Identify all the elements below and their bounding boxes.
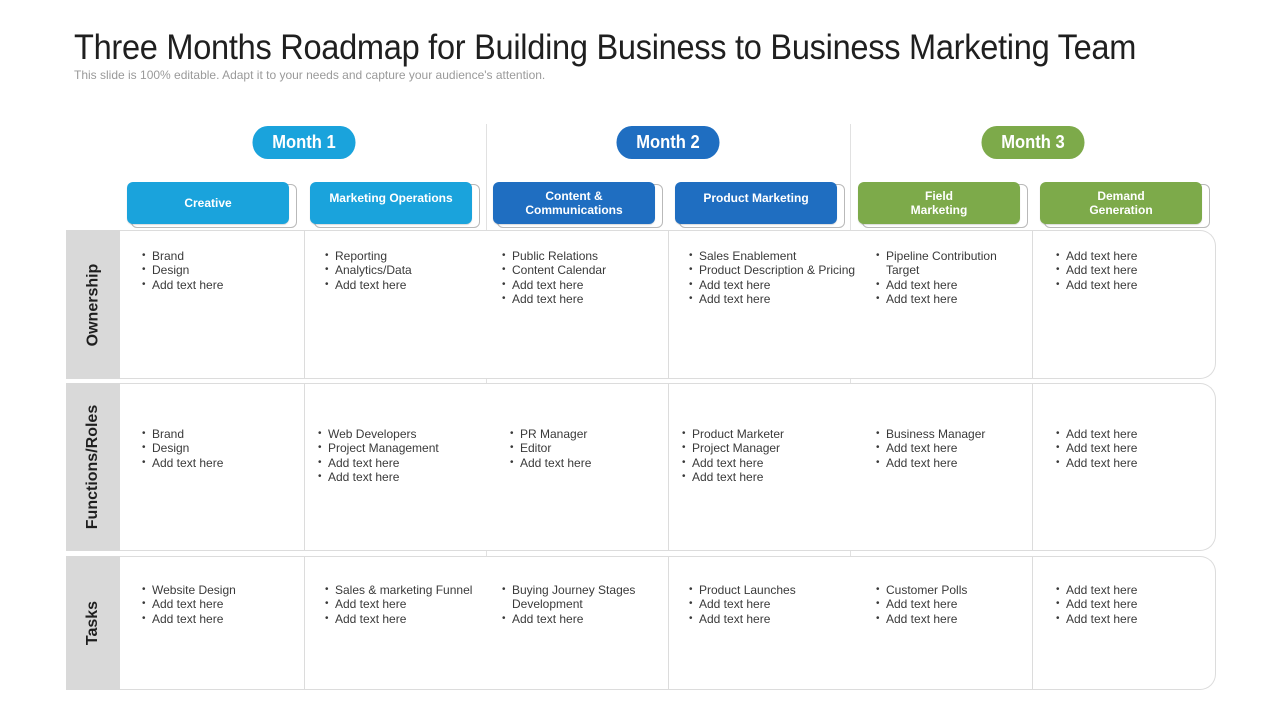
column-divider [1032, 230, 1033, 379]
cell-item: Add text here [142, 612, 312, 627]
cell-item: Add text here [1056, 612, 1226, 627]
category-label: Content & Communications [493, 182, 655, 224]
cell-list: Add text hereAdd text hereAdd text here [1056, 427, 1226, 470]
cell-item: Add text here [876, 612, 1026, 627]
cell-item: Pipeline Contribution Target [876, 249, 1026, 278]
cell-item: Add text here [510, 456, 680, 471]
cell-item: Add text here [876, 456, 1026, 471]
cell-item: Add text here [1056, 263, 1226, 278]
cell-item: Add text here [689, 612, 859, 627]
category-label: Creative [127, 182, 289, 224]
cell-item: Add text here [1056, 597, 1226, 612]
cell-item: Product Marketer [682, 427, 852, 442]
cell-list: Product LaunchesAdd text hereAdd text he… [689, 583, 859, 626]
cell-item: Add text here [682, 470, 852, 485]
cell-item: Editor [510, 441, 680, 456]
cell-item: Add text here [325, 597, 495, 612]
cell-item: Add text here [1056, 249, 1226, 264]
cell-item: Add text here [1056, 456, 1226, 471]
cell-list: Buying Journey Stages DevelopmentAdd tex… [502, 583, 672, 626]
cell-item: Add text here [318, 470, 488, 485]
cell-item: Analytics/Data [325, 263, 495, 278]
cell-item: Add text here [1056, 427, 1226, 442]
cell-item: Buying Journey Stages Development [502, 583, 672, 612]
cell-item: Product Description & Pricing [689, 263, 859, 278]
row-label-tasks: Tasks [66, 556, 120, 690]
category-label: Marketing Operations [310, 182, 472, 224]
cell-item: Public Relations [502, 249, 672, 264]
category-product-marketing: Product Marketing [675, 182, 845, 228]
cell-list: ReportingAnalytics/DataAdd text here [325, 249, 495, 292]
column-divider [304, 230, 305, 379]
cell-item: Content Calendar [502, 263, 672, 278]
cell-list: Product MarketerProject ManagerAdd text … [682, 427, 852, 484]
category-demand-generation: Demand Generation [1040, 182, 1210, 228]
cell-item: Add text here [1056, 441, 1226, 456]
cell-item: Add text here [689, 597, 859, 612]
cell-list: Add text hereAdd text hereAdd text here [1056, 249, 1226, 292]
category-field-marketing: Field Marketing [858, 182, 1028, 228]
cell-item: Brand [142, 249, 312, 264]
category-label: Product Marketing [675, 182, 837, 224]
cell-list: Sales EnablementProduct Description & Pr… [689, 249, 859, 306]
cell-item: Add text here [318, 456, 488, 471]
category-creative: Creative [127, 182, 297, 228]
cell-item: Add text here [1056, 583, 1226, 598]
cell-list: Sales & marketing FunnelAdd text hereAdd… [325, 583, 495, 626]
cell-list: BrandDesignAdd text here [142, 249, 312, 292]
column-divider [1032, 383, 1033, 551]
cell-item: Website Design [142, 583, 312, 598]
cell-item: PR Manager [510, 427, 680, 442]
cell-item: Add text here [876, 292, 1026, 307]
cell-item: Sales & marketing Funnel [325, 583, 495, 598]
cell-item: Add text here [325, 278, 495, 293]
column-divider [1032, 556, 1033, 690]
row-label-functions-roles: Functions/Roles [66, 383, 120, 551]
cell-item: Reporting [325, 249, 495, 264]
cell-list: Business ManagerAdd text hereAdd text he… [876, 427, 1026, 470]
cell-list: Web DevelopersProject ManagementAdd text… [318, 427, 488, 484]
cell-list: PR ManagerEditorAdd text here [510, 427, 680, 470]
cell-item: Add text here [142, 456, 312, 471]
category-content-communications: Content & Communications [493, 182, 663, 228]
cell-item: Sales Enablement [689, 249, 859, 264]
month-2-pill: Month 2 [616, 126, 720, 159]
slide-title: Three Months Roadmap for Building Busine… [74, 28, 1137, 67]
cell-item: Web Developers [318, 427, 488, 442]
cell-item: Project Management [318, 441, 488, 456]
cell-list: Public RelationsContent CalendarAdd text… [502, 249, 672, 306]
cell-item: Customer Polls [876, 583, 1026, 598]
cell-item: Add text here [142, 278, 312, 293]
cell-list: Customer PollsAdd text hereAdd text here [876, 583, 1026, 626]
month-3-pill: Month 3 [981, 126, 1085, 159]
cell-item: Business Manager [876, 427, 1026, 442]
cell-item: Add text here [876, 278, 1026, 293]
cell-item: Add text here [876, 597, 1026, 612]
cell-item: Design [142, 263, 312, 278]
cell-list: Pipeline Contribution TargetAdd text her… [876, 249, 1026, 306]
month-1-pill: Month 1 [252, 126, 356, 159]
cell-item: Add text here [1056, 278, 1226, 293]
cell-item: Project Manager [682, 441, 852, 456]
cell-item: Design [142, 441, 312, 456]
cell-item: Add text here [142, 597, 312, 612]
cell-item: Add text here [689, 292, 859, 307]
cell-item: Add text here [689, 278, 859, 293]
category-label: Demand Generation [1040, 182, 1202, 224]
cell-list: Website DesignAdd text hereAdd text here [142, 583, 312, 626]
cell-item: Add text here [876, 441, 1026, 456]
row-label-ownership: Ownership [66, 230, 120, 379]
cell-item: Add text here [502, 292, 672, 307]
cell-list: Add text hereAdd text hereAdd text here [1056, 583, 1226, 626]
cell-list: BrandDesignAdd text here [142, 427, 312, 470]
slide-subtitle: This slide is 100% editable. Adapt it to… [74, 68, 546, 82]
cell-item: Add text here [502, 612, 672, 627]
cell-item: Add text here [502, 278, 672, 293]
cell-item: Brand [142, 427, 312, 442]
category-marketing-operations: Marketing Operations [310, 182, 480, 228]
category-label: Field Marketing [858, 182, 1020, 224]
cell-item: Add text here [682, 456, 852, 471]
cell-item: Product Launches [689, 583, 859, 598]
cell-item: Add text here [325, 612, 495, 627]
